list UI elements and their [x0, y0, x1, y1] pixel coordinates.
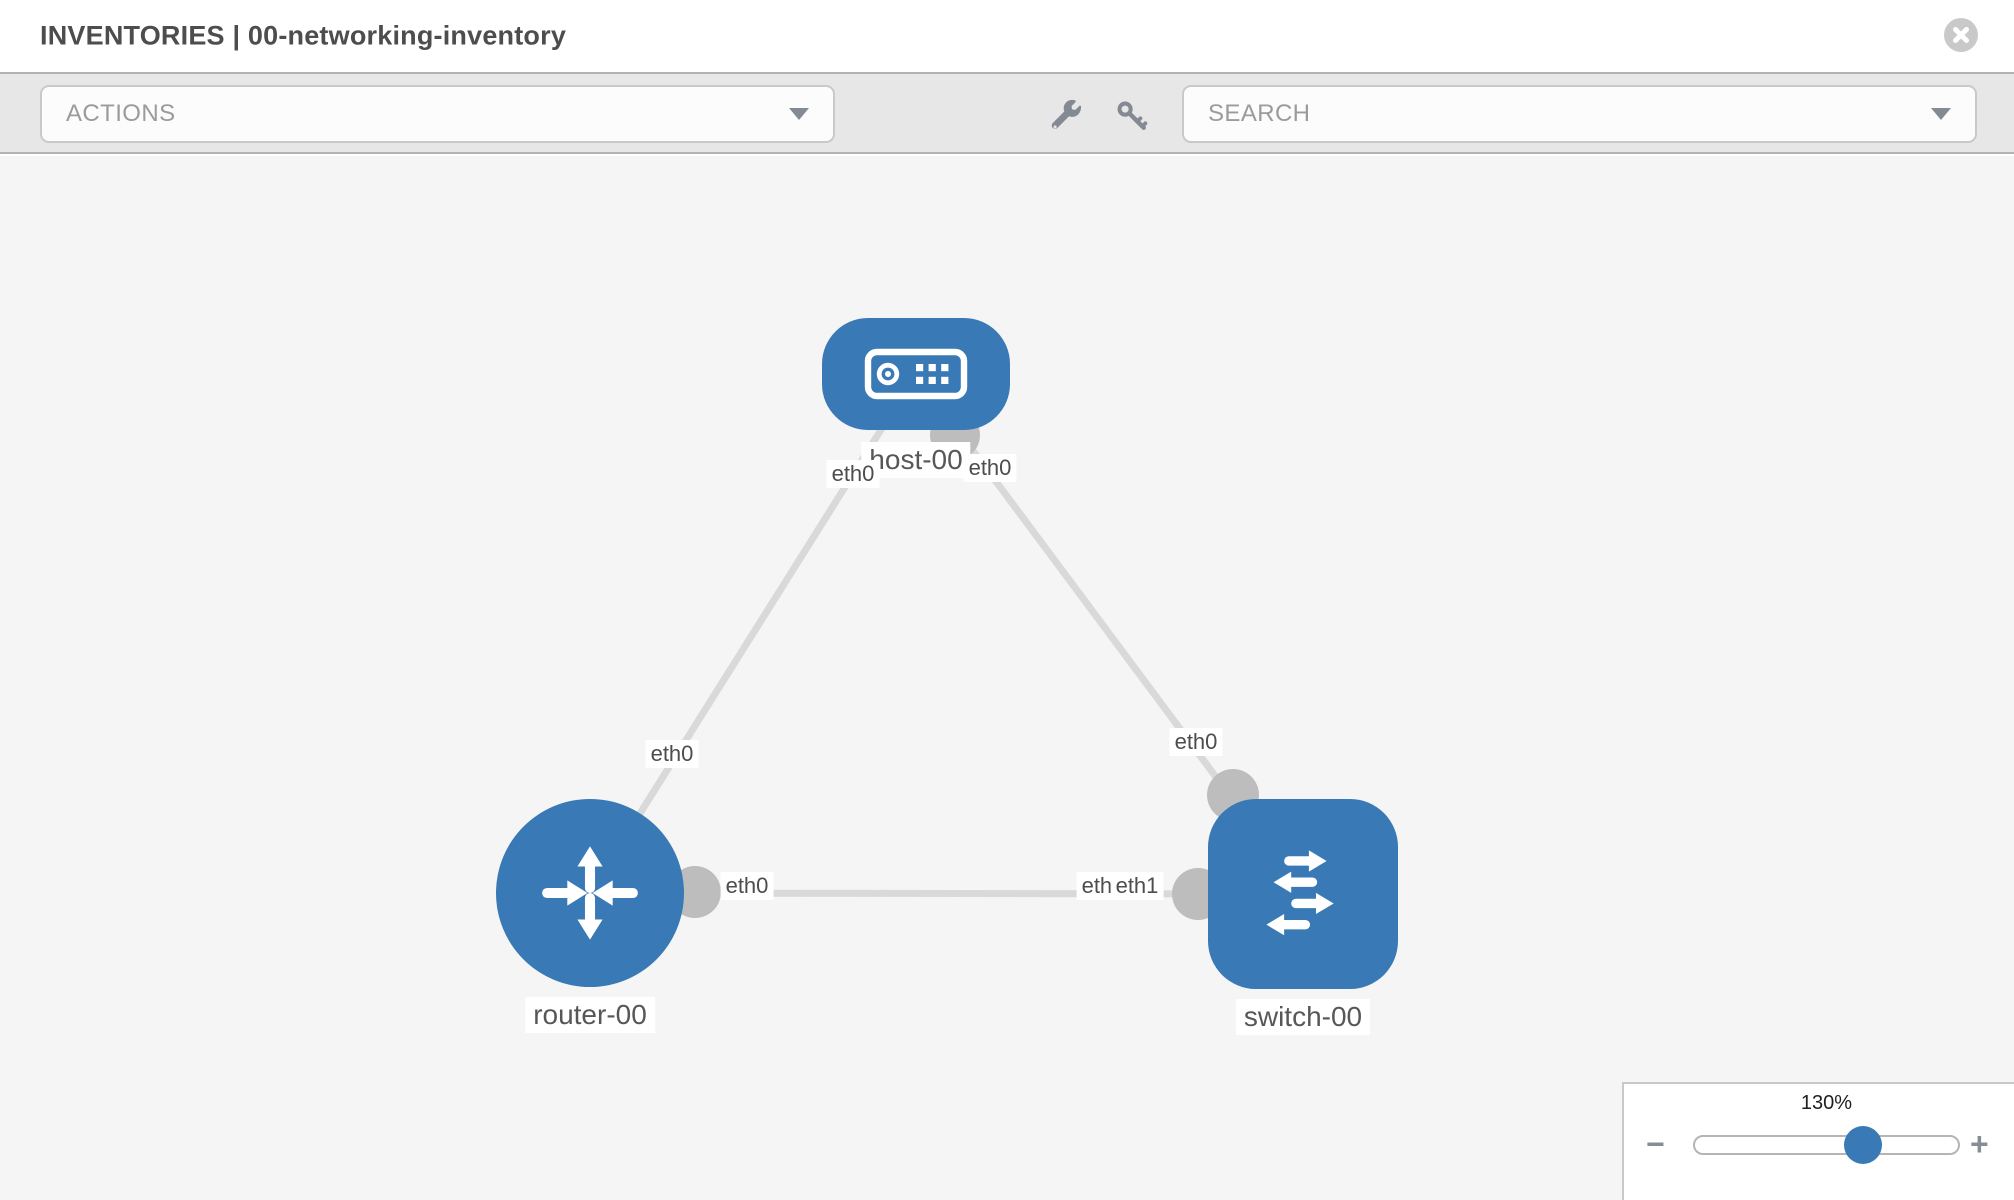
- toolbar: ACTIONS SEARCH: [0, 72, 2014, 154]
- host-icon: [864, 348, 968, 400]
- router-icon: [542, 846, 638, 940]
- links-layer: [587, 371, 1306, 920]
- zoom-slider-thumb[interactable]: [1844, 1126, 1883, 1164]
- close-button[interactable]: [1944, 18, 1978, 52]
- iface-label-router-to-host: eth0: [645, 740, 699, 768]
- zoom-in-button[interactable]: +: [1970, 1126, 1989, 1162]
- key-icon: [1117, 101, 1148, 130]
- topology-canvas[interactable]: host-00 router-00 switch-00 eth0 eth0 et…: [0, 156, 2014, 1200]
- iface-label-switch-to-router: eth1: [1110, 872, 1164, 900]
- node-router-00[interactable]: [496, 799, 684, 987]
- iface-label-host-to-switch: eth0: [963, 454, 1017, 482]
- zoom-out-button[interactable]: −: [1646, 1126, 1665, 1162]
- iface-label-router-to-switch: eth0: [720, 872, 774, 900]
- actions-dropdown[interactable]: ACTIONS: [40, 85, 835, 143]
- node-host-00[interactable]: [822, 318, 1010, 430]
- node-label-router: router-00: [525, 997, 655, 1033]
- actions-dropdown-label: ACTIONS: [66, 100, 176, 127]
- switch-icon: [1266, 850, 1334, 936]
- node-switch-00[interactable]: [1208, 799, 1398, 989]
- search-dropdown-label: SEARCH: [1208, 100, 1311, 127]
- zoom-level-label: 130%: [1800, 1092, 1853, 1114]
- node-label-switch: switch-00: [1235, 999, 1371, 1035]
- node-label-host: host-00: [861, 442, 971, 478]
- header: INVENTORIES | 00-networking-inventory: [0, 0, 2014, 72]
- search-dropdown[interactable]: SEARCH: [1182, 85, 1977, 143]
- zoom-control-panel: 130% − +: [1622, 1082, 2014, 1200]
- zoom-slider[interactable]: [1693, 1126, 1960, 1164]
- page-title: INVENTORIES | 00-networking-inventory: [40, 20, 567, 51]
- chevron-down-icon: [1931, 108, 1951, 120]
- wrench-icon: [1051, 99, 1082, 129]
- close-icon: [1953, 27, 1969, 43]
- key-button[interactable]: [1110, 94, 1154, 138]
- iface-label-host-to-router: eth0: [826, 460, 880, 488]
- chevron-down-icon: [789, 108, 809, 120]
- tools-button[interactable]: [1044, 94, 1088, 138]
- iface-label-switch-to-host: eth0: [1169, 728, 1223, 756]
